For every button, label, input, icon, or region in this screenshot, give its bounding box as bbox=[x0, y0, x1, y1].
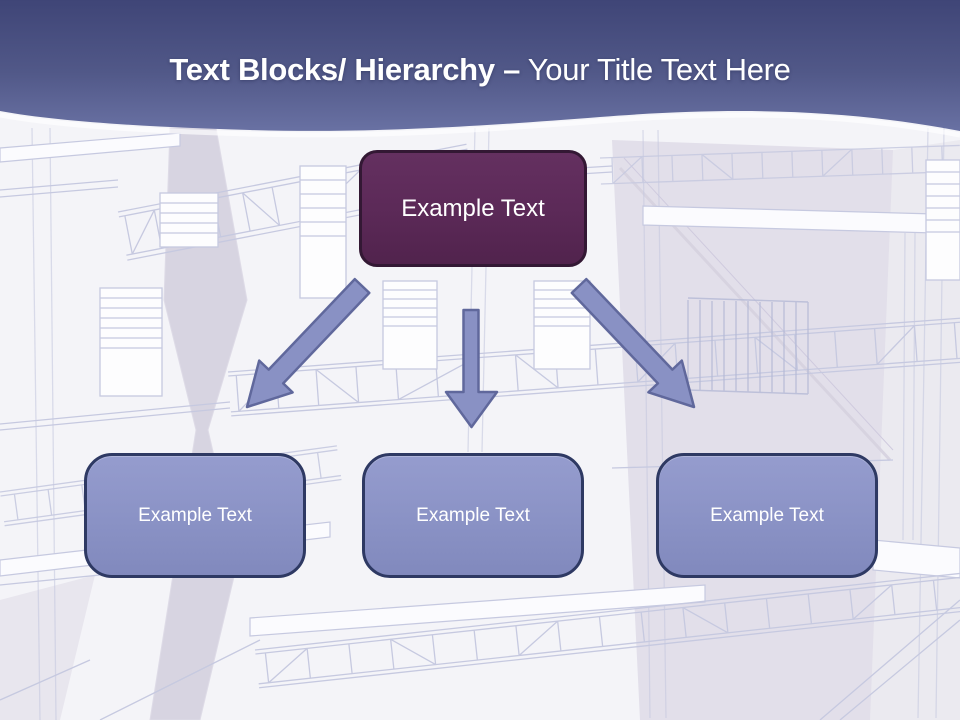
door-center-left bbox=[382, 280, 438, 370]
connector-arrow-left bbox=[245, 277, 371, 409]
tinted-plane-lower-left bbox=[0, 575, 95, 720]
railing-middle bbox=[227, 317, 960, 417]
connector-arrow-right bbox=[570, 277, 696, 409]
beam-lower-center bbox=[249, 584, 706, 637]
panel-upper-left bbox=[159, 192, 219, 248]
railing-bottom bbox=[254, 572, 960, 689]
connector-arrows bbox=[245, 277, 696, 429]
child-box-1-label: Example Text bbox=[138, 504, 252, 526]
slat-cluster-right bbox=[687, 297, 809, 395]
connector-arrow-down bbox=[444, 308, 499, 429]
child-box-2-label: Example Text bbox=[416, 504, 530, 526]
railing-upper-right bbox=[599, 144, 960, 185]
title-text-bold: Text Blocks/ Hierarchy – bbox=[169, 52, 521, 87]
hierarchy-child-box-2[interactable]: Example Text bbox=[362, 453, 584, 578]
slide-title[interactable]: Text Blocks/ Hierarchy – Your Title Text… bbox=[0, 52, 960, 88]
door-panel-left bbox=[99, 287, 163, 397]
hierarchy-root-box[interactable]: Example Text bbox=[359, 150, 587, 267]
door-tall-center-left bbox=[299, 165, 347, 299]
beam-upper-left bbox=[0, 132, 181, 163]
hierarchy-child-box-1[interactable]: Example Text bbox=[84, 453, 306, 578]
door-right-edge bbox=[925, 159, 960, 281]
root-box-label: Example Text bbox=[401, 194, 545, 222]
header-wave bbox=[0, 0, 960, 138]
child-box-3-label: Example Text bbox=[710, 504, 824, 526]
title-text-regular: Your Title Text Here bbox=[527, 52, 791, 87]
hierarchy-child-box-3[interactable]: Example Text bbox=[656, 453, 878, 578]
